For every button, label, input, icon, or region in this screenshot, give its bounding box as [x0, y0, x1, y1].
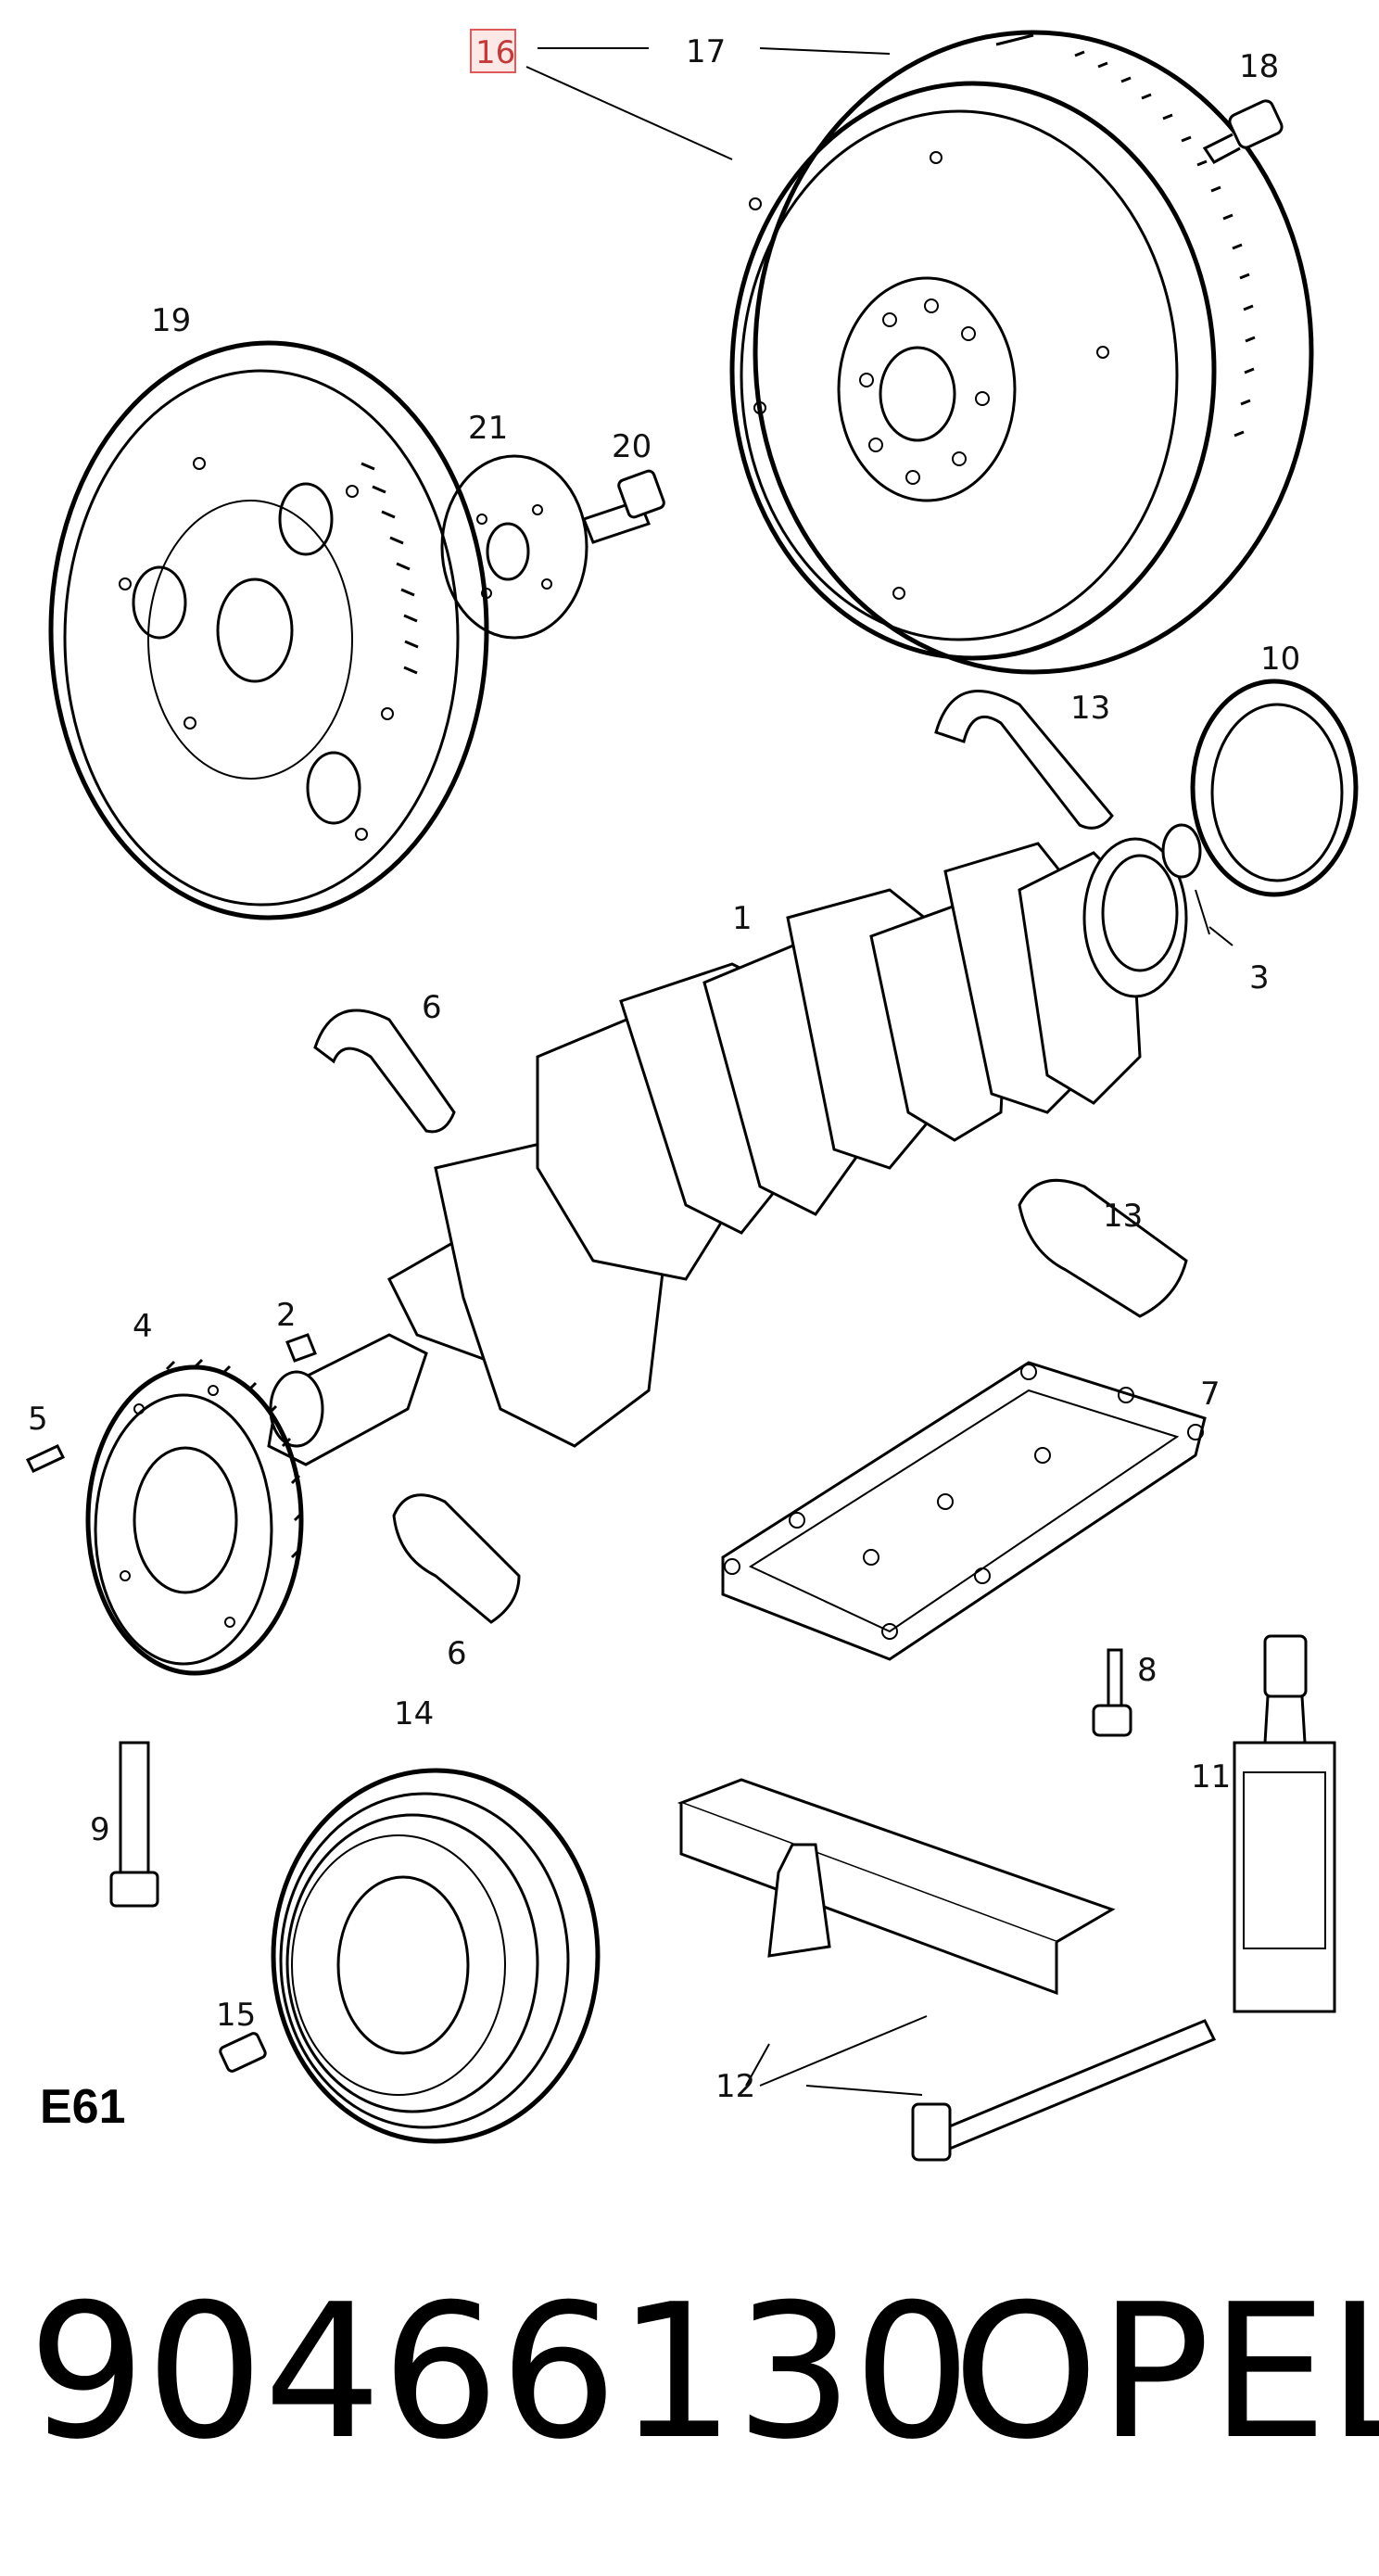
section-label: E61 — [40, 2080, 126, 2134]
main-bearing-upper-drawing — [934, 690, 1114, 830]
sealant-tube-drawing — [1233, 1634, 1336, 2013]
crankshaft-drawing — [267, 837, 1188, 1466]
main-bearing-lower-drawing — [1018, 1178, 1188, 1318]
callout-6-upper: 6 — [422, 989, 442, 1026]
rear-oil-seal-drawing — [1190, 679, 1359, 897]
part-number: 90466130 — [28, 2265, 971, 2481]
callout-8: 8 — [1137, 1652, 1158, 1689]
callout-13-lower: 13 — [1103, 1198, 1143, 1235]
brand-name: OPEL — [953, 2265, 1379, 2481]
plate-bolt-drawing — [582, 469, 665, 544]
leader-lines — [525, 47, 1234, 2096]
bushing-drawing — [1161, 823, 1202, 879]
sealing-kit-drawing — [677, 1778, 1217, 2162]
callout-9: 9 — [90, 1811, 110, 1848]
callout-17: 17 — [686, 33, 726, 70]
callout-19: 19 — [151, 302, 191, 339]
callout-14: 14 — [394, 1695, 434, 1732]
callout-21: 21 — [468, 410, 508, 447]
flywheel-bolt-drawing — [1202, 99, 1284, 164]
woodruff-key-drawing — [285, 1333, 317, 1363]
callout-4: 4 — [133, 1308, 153, 1345]
callout-2: 2 — [276, 1297, 297, 1334]
callout-12: 12 — [715, 2068, 755, 2105]
callout-5: 5 — [28, 1401, 48, 1438]
callout-13-upper: 13 — [1070, 690, 1110, 727]
flywheel-drawing — [729, 30, 1314, 675]
flexplate-drawing — [48, 340, 489, 920]
gear-screw-drawing — [25, 1444, 66, 1473]
pulley-screw-drawing — [219, 2032, 267, 2073]
oil-pan-gasket-drawing — [721, 1361, 1207, 1661]
timing-gear-drawing — [85, 1358, 304, 1676]
reinforcement-plate-drawing — [440, 454, 588, 640]
thrust-bearing-upper-drawing — [313, 1009, 456, 1134]
callout-7: 7 — [1200, 1376, 1221, 1413]
callout-3: 3 — [1249, 959, 1270, 996]
crankshaft-pulley-drawing — [271, 1768, 601, 2144]
callout-1: 1 — [732, 900, 753, 937]
callout-16-highlight[interactable]: 16 — [470, 29, 516, 73]
callout-16: 16 — [475, 34, 515, 71]
gasket-bolt-drawing — [1092, 1648, 1132, 1737]
callout-15: 15 — [216, 1997, 256, 2034]
callout-10: 10 — [1260, 641, 1300, 678]
callout-11: 11 — [1191, 1758, 1231, 1796]
callout-20: 20 — [612, 428, 652, 465]
callout-18: 18 — [1239, 48, 1279, 85]
thrust-bearing-lower-drawing — [392, 1493, 521, 1624]
pulley-bolt-drawing — [109, 1741, 159, 1908]
callout-6-lower: 6 — [447, 1635, 467, 1672]
